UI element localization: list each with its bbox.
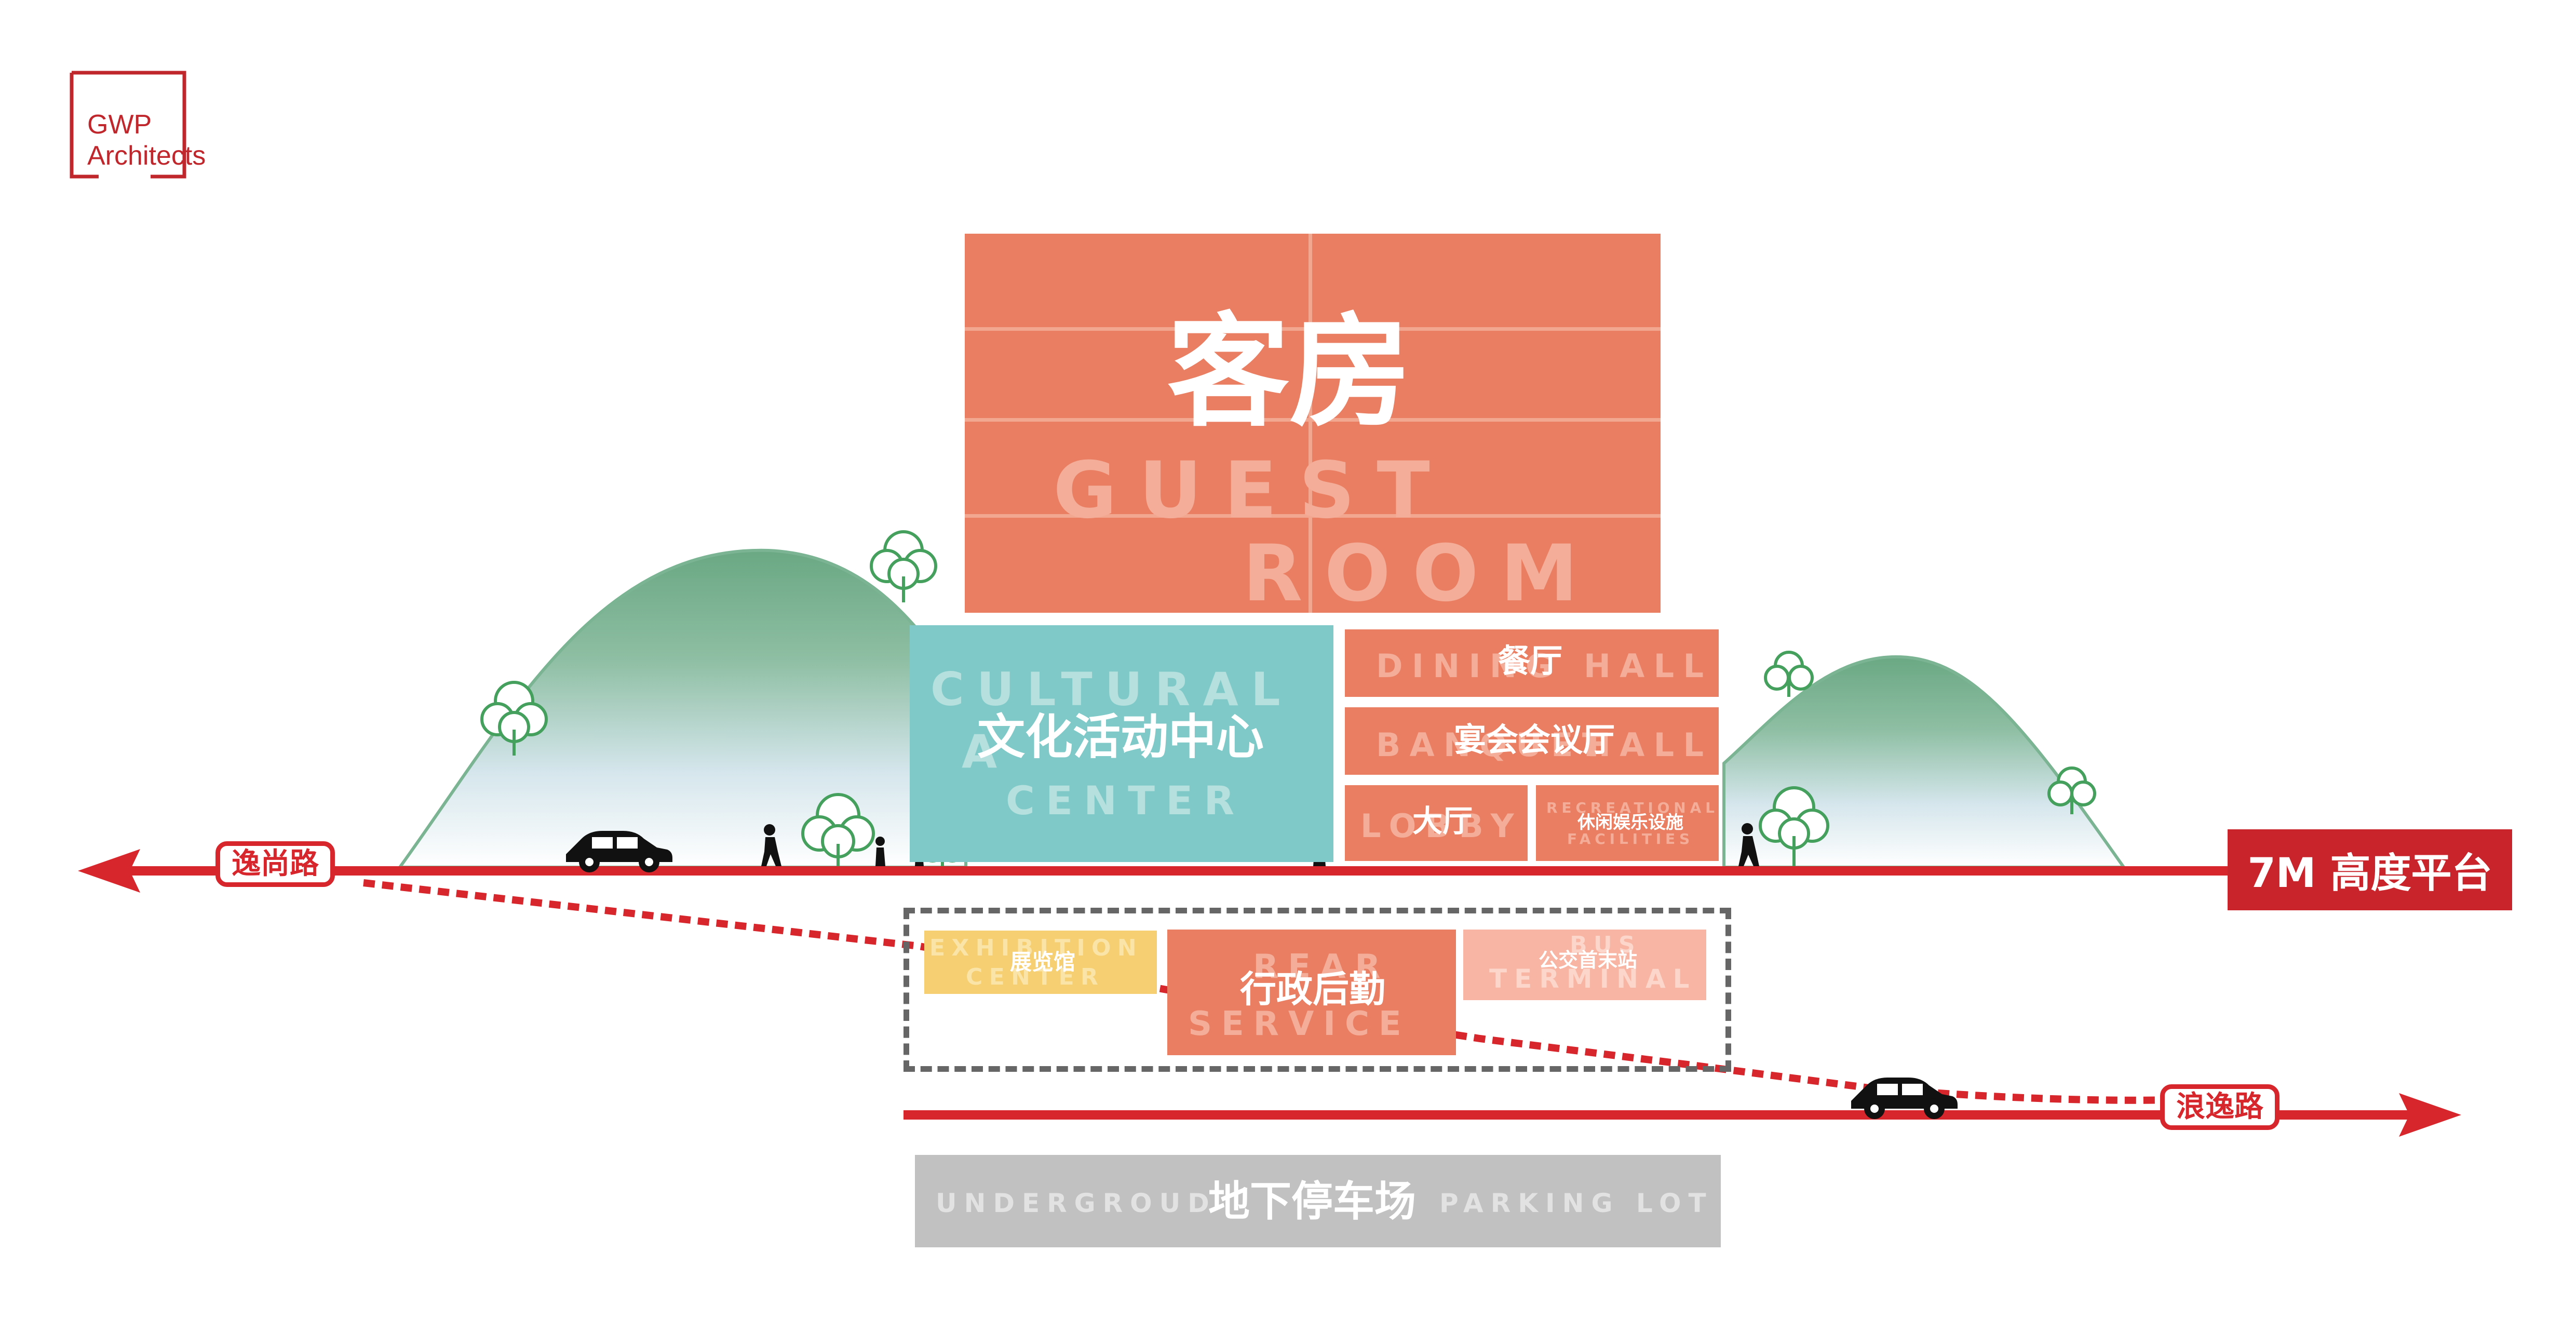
grid-line bbox=[965, 514, 1661, 518]
bus-terminal-label-en-1: BUS bbox=[1570, 932, 1641, 958]
lobby-block: LOBBY 大厅 bbox=[1345, 785, 1528, 861]
lobby-label-cn: 大厅 bbox=[1412, 803, 1473, 839]
bus-terminal-label-en-2: TERMINAL bbox=[1489, 964, 1697, 994]
exhibition-center-block: EXHIBITION CENTER 展览馆 bbox=[924, 931, 1157, 994]
exhibition-label-en-2: CENTER bbox=[966, 964, 1105, 990]
tree-icon bbox=[1764, 651, 1814, 697]
lower-road-arrow-icon bbox=[2399, 1093, 2461, 1137]
banquet-hall-block: BANQUET HALL 宴会会议厅 bbox=[1345, 707, 1719, 775]
tree-icon bbox=[801, 793, 875, 866]
right-road-label: 浪逸路 bbox=[2160, 1084, 2280, 1130]
parking-label-en-2: PARKING LOT bbox=[1439, 1188, 1714, 1218]
cultural-label-en-3: CENTER bbox=[1006, 777, 1246, 824]
cultural-center-block: CULTURAL A CENTER 文化活动中心 bbox=[910, 625, 1333, 862]
recreational-label-en-1: RECREATIONAL bbox=[1546, 799, 1719, 816]
logo-frame bbox=[70, 71, 186, 179]
exhibition-label-cn: 展览馆 bbox=[1010, 949, 1076, 975]
recreational-block: RECREATIONAL FACILITIES 休闲娱乐设施 bbox=[1536, 785, 1719, 861]
grid-line bbox=[1309, 234, 1312, 613]
tree-icon bbox=[870, 530, 937, 602]
guest-room-label-cn: 客房 bbox=[1167, 302, 1411, 443]
cultural-label-en-1: CULTURAL bbox=[930, 663, 1293, 716]
rear-service-block: REAR SERVICE 行政后勤 bbox=[1167, 930, 1456, 1055]
recreational-label-cn: 休闲娱乐设施 bbox=[1577, 812, 1683, 833]
dining-hall-block: DINING HALL 餐厅 bbox=[1345, 629, 1719, 697]
cultural-label-en-2: A bbox=[962, 725, 1010, 778]
car-icon bbox=[566, 831, 672, 872]
underground-parking-block: UNDERGROUD PARKING LOT 地下停车场 bbox=[915, 1155, 1721, 1247]
rear-service-label-cn: 行政后勤 bbox=[1240, 968, 1385, 1011]
lobby-label-en: LOBBY bbox=[1360, 807, 1523, 845]
logo-line-2: Architects bbox=[87, 141, 206, 171]
logo: GWP Architects bbox=[87, 109, 206, 171]
rear-service-label-en-1: REAR bbox=[1253, 948, 1390, 986]
upper-road-arrow-icon bbox=[78, 849, 140, 893]
bus-terminal-block: BUS TERMINAL 公交首末站 bbox=[1463, 930, 1706, 1000]
logo-line-1: GWP bbox=[87, 110, 152, 140]
tree-icon bbox=[2047, 766, 2096, 814]
dining-label-en-1: DINING bbox=[1376, 647, 1561, 685]
platform-height-label: 7M 高度平台 bbox=[2228, 829, 2512, 910]
guest-room-block: GUEST ROOM 客房 bbox=[965, 234, 1661, 613]
banquet-label-en-2: HALL bbox=[1584, 726, 1713, 764]
cultural-label-cn: 文化活动中心 bbox=[977, 709, 1264, 765]
rear-service-label-en-2: SERVICE bbox=[1188, 1005, 1411, 1043]
pedestrian-icon bbox=[875, 837, 885, 866]
pedestrian-icon bbox=[761, 824, 781, 866]
bus-terminal-label-cn: 公交首末站 bbox=[1539, 949, 1638, 972]
banquet-label-en-1: BANQUET bbox=[1376, 726, 1613, 764]
banquet-label-cn: 宴会会议厅 bbox=[1454, 721, 1615, 759]
pedestrian-icon bbox=[1738, 823, 1759, 866]
left-road-label: 逸尚路 bbox=[215, 841, 335, 887]
car-icon bbox=[1851, 1078, 1958, 1119]
tree-icon bbox=[480, 681, 548, 756]
dining-label-en-2: HALL bbox=[1584, 647, 1713, 685]
parking-label-en-1: UNDERGROUD bbox=[936, 1188, 1217, 1218]
tree-icon bbox=[1759, 786, 1829, 866]
grid-line bbox=[965, 418, 1661, 422]
guest-room-label-en-2: ROOM bbox=[1243, 529, 1600, 613]
dining-label-cn: 餐厅 bbox=[1498, 642, 1563, 680]
basement-outline bbox=[903, 908, 1731, 1072]
exhibition-label-en-1: EXHIBITION bbox=[929, 935, 1143, 961]
recreational-label-en-2: FACILITIES bbox=[1567, 830, 1694, 847]
parking-label-cn: 地下停车场 bbox=[1208, 1177, 1416, 1226]
guest-room-label-en-1: GUEST bbox=[1053, 446, 1452, 536]
grid-line bbox=[965, 327, 1661, 331]
